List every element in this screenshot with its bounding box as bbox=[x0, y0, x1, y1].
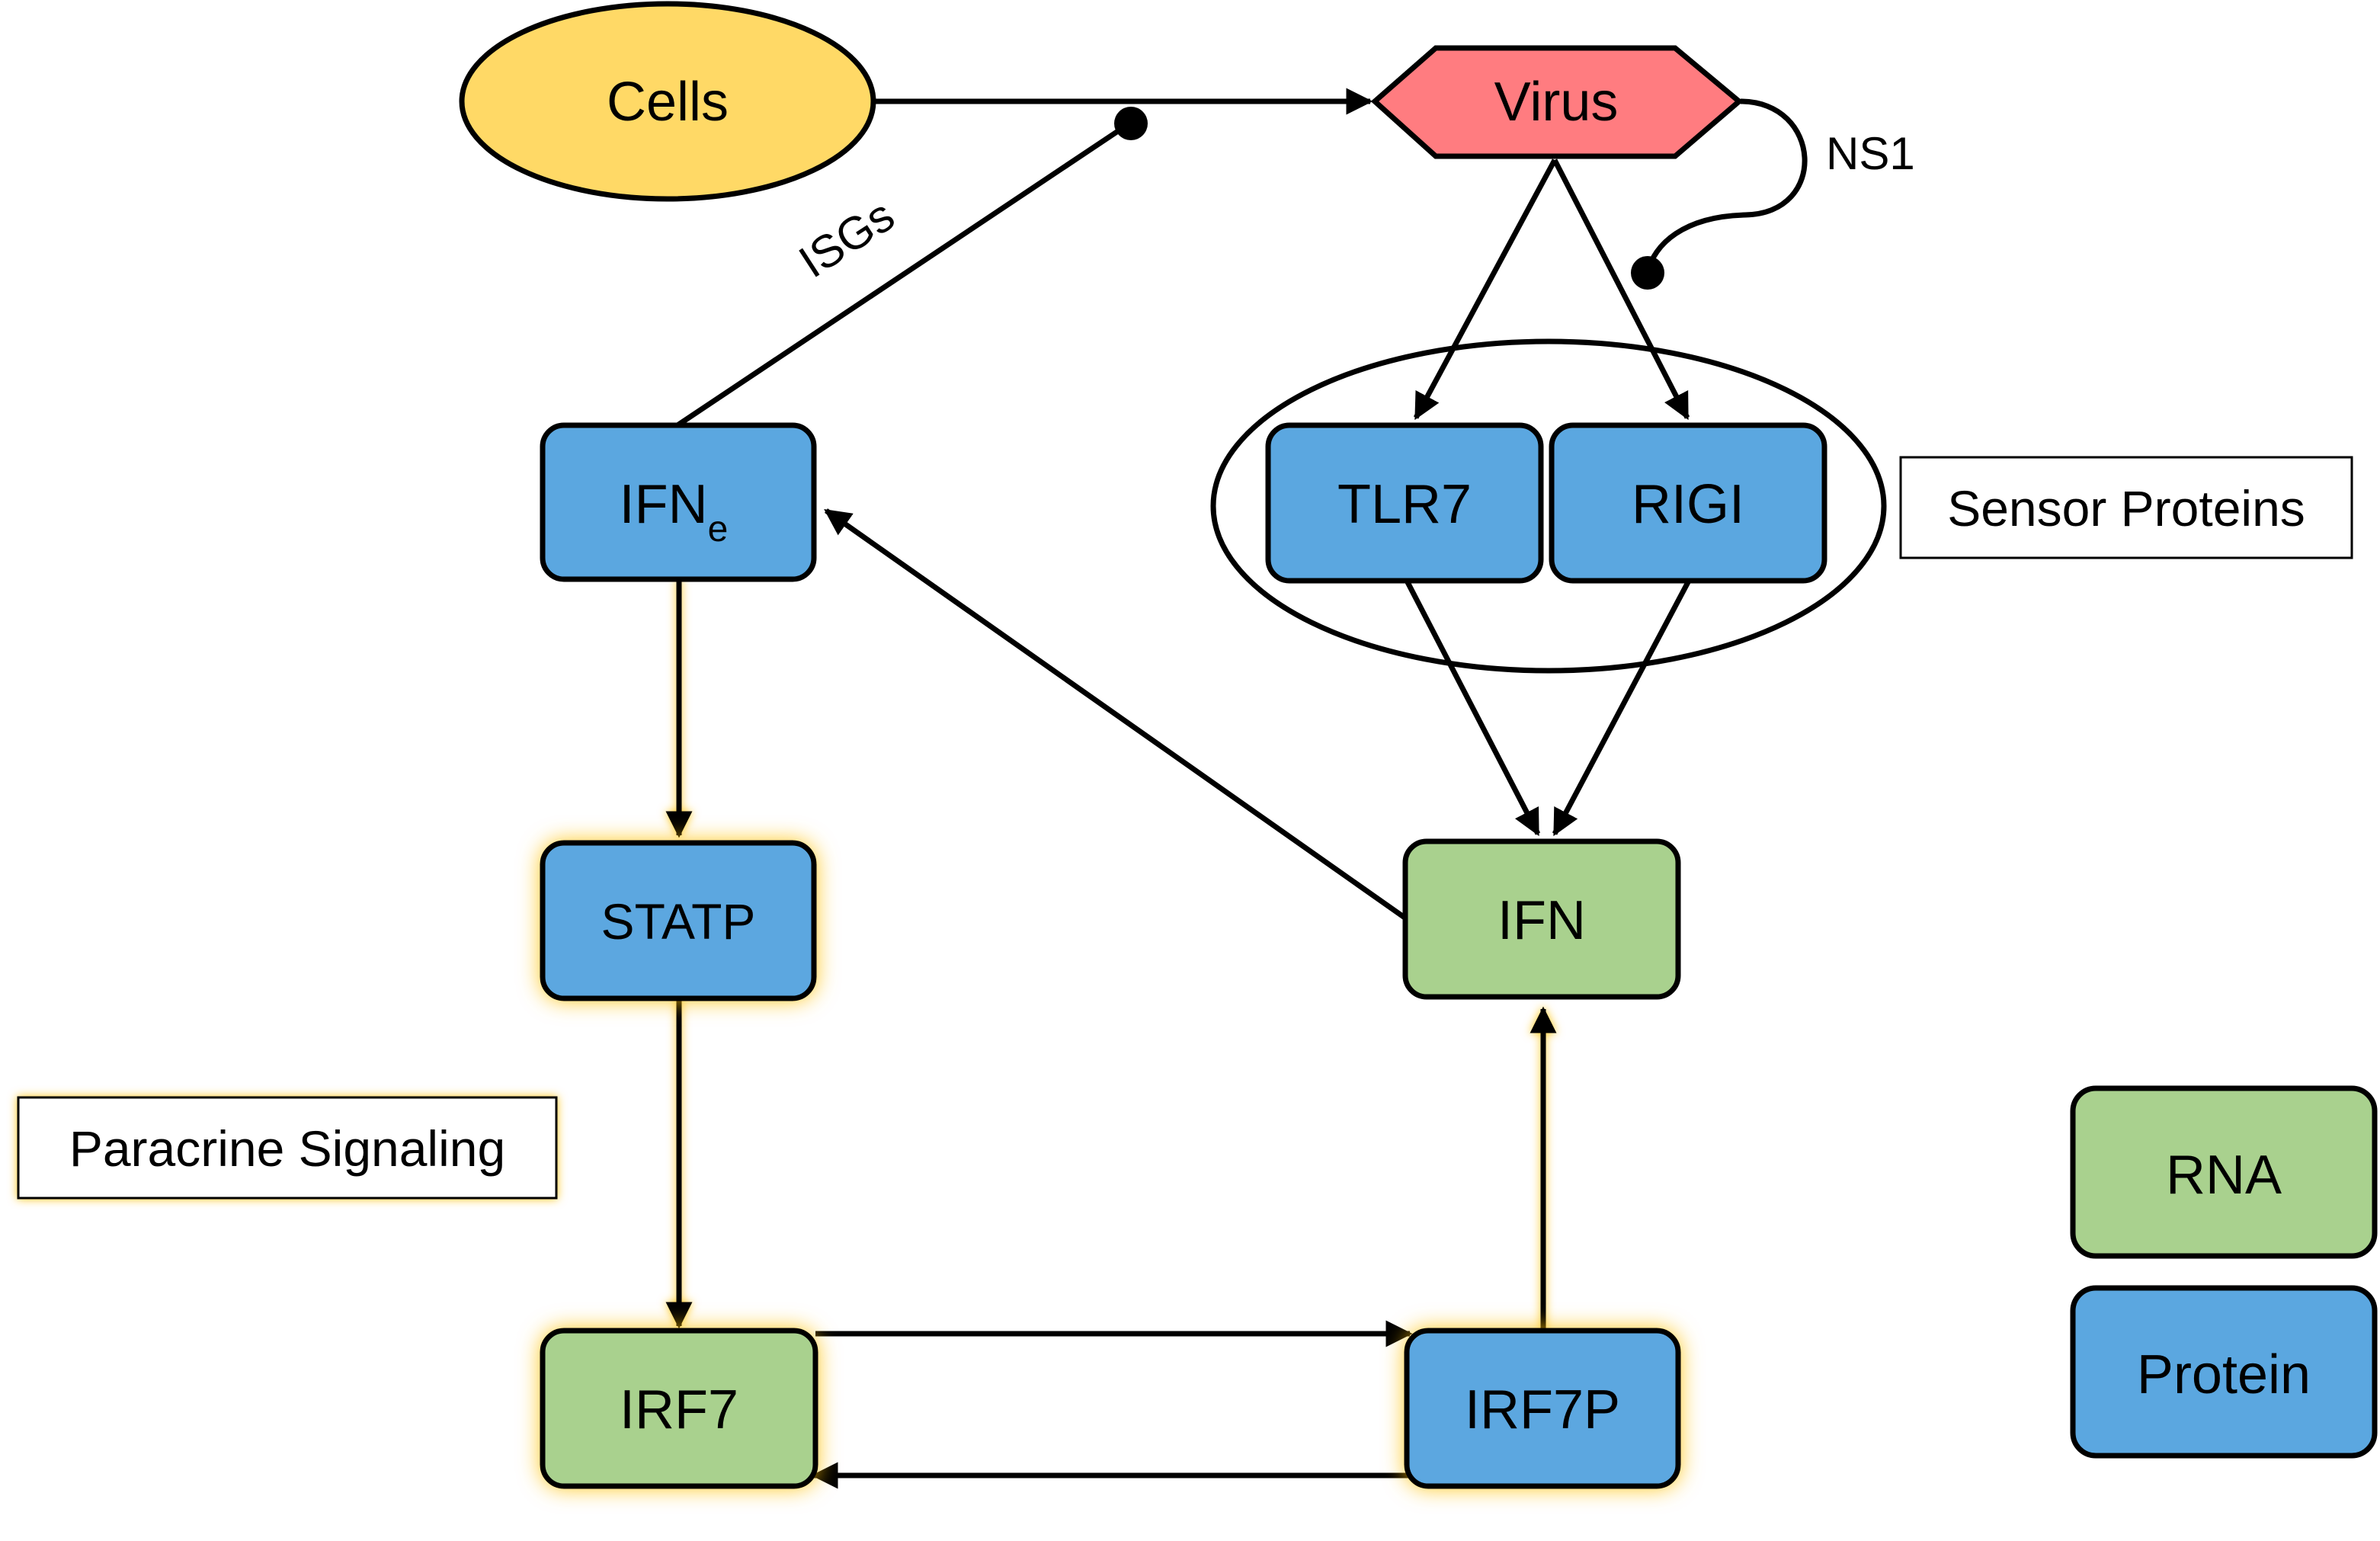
node-ifne: IFNe bbox=[540, 422, 817, 582]
edge-ifne-isgs-inhibit bbox=[674, 121, 1131, 429]
edge-tlr7-ifn bbox=[1404, 579, 1541, 837]
edge-virus-tlr7 bbox=[1413, 159, 1558, 421]
node-cells: Cells bbox=[459, 1, 876, 202]
node-irf7: IRF7 bbox=[540, 1328, 818, 1489]
cells-label: Cells bbox=[607, 72, 729, 133]
legend-protein-label: Protein bbox=[2137, 1344, 2311, 1405]
sensor-proteins-annotation: Sensor Proteins bbox=[1899, 456, 2353, 559]
node-ifn: IFN bbox=[1402, 838, 1681, 1000]
irf7p-label: IRF7P bbox=[1465, 1379, 1620, 1440]
rigi-label: RIGI bbox=[1632, 474, 1744, 535]
irf7-label: IRF7 bbox=[620, 1379, 738, 1440]
legend-protein: Protein bbox=[2070, 1285, 2378, 1459]
legend-rna-label: RNA bbox=[2166, 1145, 2282, 1206]
edge-ifn-ifne bbox=[824, 508, 1409, 921]
edge-ns1-inhibit bbox=[1645, 98, 1808, 274]
ns1-label: NS1 bbox=[1826, 128, 1915, 179]
node-virus: Virus bbox=[1370, 45, 1744, 159]
ns1-inhibit-dot bbox=[1631, 256, 1664, 290]
virus-label: Virus bbox=[1494, 72, 1619, 133]
paracrine-signaling-label: Paracrine Signaling bbox=[69, 1120, 505, 1177]
ifne-label: IFNe bbox=[620, 474, 729, 549]
isgs-label: ISGs bbox=[790, 189, 903, 287]
isgs-inhibit-dot bbox=[1114, 107, 1148, 140]
ifne-label-subscript: e bbox=[708, 509, 729, 549]
paracrine-signaling-annotation: Paracrine Signaling bbox=[17, 1096, 558, 1200]
node-tlr7: TLR7 bbox=[1265, 422, 1544, 584]
node-statp: STATP bbox=[540, 840, 817, 1001]
node-rigi: RIGI bbox=[1549, 422, 1827, 584]
ifn-label: IFN bbox=[1498, 890, 1586, 951]
tlr7-label: TLR7 bbox=[1337, 474, 1472, 535]
edge-virus-rigi bbox=[1552, 159, 1690, 421]
legend: RNA Protein bbox=[2070, 1085, 2378, 1459]
edge-rigi-ifn bbox=[1552, 579, 1692, 837]
sensor-proteins-label: Sensor Proteins bbox=[1947, 480, 2305, 537]
statp-label: STATP bbox=[601, 893, 756, 950]
legend-rna: RNA bbox=[2070, 1085, 2378, 1259]
sensor-group-ellipse bbox=[1210, 338, 1887, 674]
node-irf7p: IRF7P bbox=[1404, 1328, 1681, 1489]
ifne-label-main: IFN bbox=[620, 474, 708, 535]
